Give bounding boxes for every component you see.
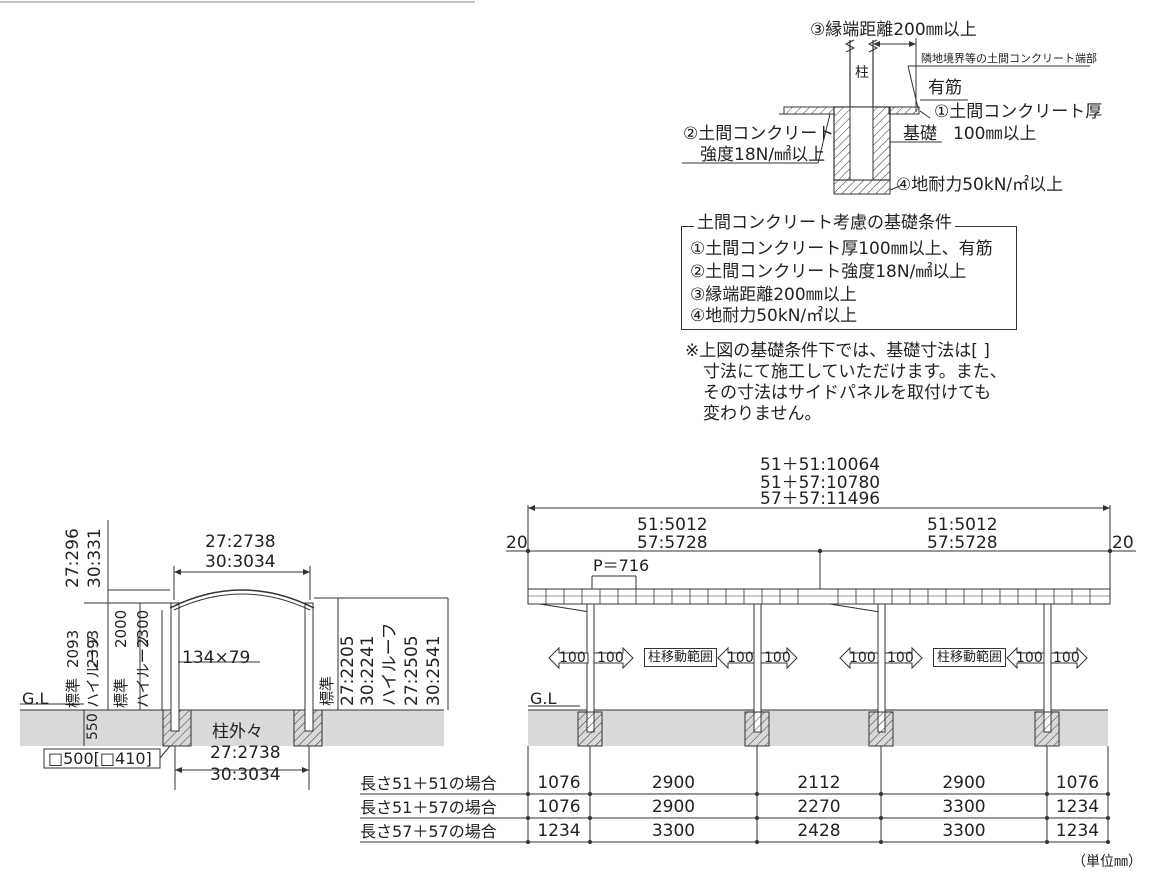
neighbor-edge-label: 隣地境界等の土間コンクリート端部 — [921, 52, 1097, 65]
side-view — [360, 505, 1136, 844]
strength-line2: 強度18N/㎟以上 — [700, 145, 826, 165]
table-cell: 2900 — [651, 773, 696, 793]
strength-line1: ②土間コンクリート — [683, 124, 835, 144]
note-line: 変わりません。 — [703, 404, 822, 424]
table-cell: 2428 — [797, 821, 841, 841]
post-size: 134×79 — [182, 648, 251, 668]
thickness-label: ①土間コンクリート厚 — [934, 102, 1103, 122]
right-std-27: 27:2205 — [338, 635, 358, 706]
arrow-100: 100 — [764, 650, 791, 666]
arrow-100: 100 — [887, 650, 914, 666]
table-cell: 1234 — [1055, 797, 1100, 817]
table-cell: 1234 — [537, 821, 581, 841]
unit-label: （単位㎜） — [1072, 854, 1142, 870]
thickness-value: 100㎜以上 — [953, 124, 1037, 144]
gl-label-side: G.L — [530, 689, 557, 708]
edge-left: 20 — [506, 533, 528, 553]
right-std-30: 30:2241 — [358, 635, 378, 706]
row-label: 長さ57＋57の場合 — [360, 822, 497, 841]
arrow-100: 100 — [559, 650, 586, 666]
foundation-label: 基礎 — [903, 124, 937, 144]
outer-30: 30:3034 — [210, 765, 281, 785]
arrow-100: 100 — [727, 650, 754, 666]
edge-distance-label: ③縁端距離200㎜以上 — [810, 20, 977, 40]
table-cell: 3300 — [651, 821, 696, 841]
right-high-27: 27:2505 — [402, 635, 422, 706]
table-cell: 1076 — [537, 773, 581, 793]
label-highroof-2: ハイルーフ — [134, 634, 152, 708]
arrow-100: 100 — [1053, 650, 1080, 666]
label-standard-2: 標準 — [112, 677, 130, 708]
left-half-57: 57:5728 — [637, 533, 708, 553]
table-cell: 1076 — [1055, 773, 1100, 793]
label-standard: 標準 — [64, 677, 82, 708]
right-high-label: ハイルーフ — [380, 622, 400, 706]
label-highroof: ハイルーフ — [84, 634, 102, 708]
condition-item: ④地耐力50kN/㎡以上 — [690, 306, 858, 326]
total-51-57: 51＋57:10780 — [760, 473, 881, 493]
depth-550: 550 — [85, 713, 101, 740]
note-line: ※上図の基礎条件下では、基礎寸法は[ ] — [685, 341, 990, 361]
footing-size: □500[□410] — [48, 749, 152, 768]
condition-item: ②土間コンクリート強度18N/㎟以上 — [690, 262, 967, 282]
condition-item: ①土間コンクリート厚100㎜以上、有筋 — [690, 239, 993, 259]
move-range-left: 柱移動範囲 — [644, 648, 718, 667]
table-cell: 2900 — [651, 797, 696, 817]
top-width-27: 27:2738 — [205, 532, 276, 552]
conditions-title: 土間コンクリート考慮の基礎条件 — [694, 215, 955, 232]
table-cell: 2112 — [797, 773, 841, 793]
foundation-detail — [682, 38, 1090, 195]
left-half-51: 51:5012 — [637, 515, 708, 535]
outer-label: 柱外々 — [212, 722, 263, 742]
right-std-label: 標準 — [318, 675, 336, 706]
condition-item: ③縁端距離200㎜以上 — [690, 285, 857, 305]
arrow-100: 100 — [597, 650, 624, 666]
total-57-57: 57＋57:11496 — [760, 489, 881, 509]
table-cell: 3300 — [942, 821, 986, 841]
edge-right: 20 — [1112, 533, 1134, 553]
overhang-30: 30:331 — [85, 528, 105, 588]
row-label: 長さ51＋57の場合 — [360, 798, 497, 817]
right-half-57: 57:5728 — [927, 533, 998, 553]
right-half-51: 51:5012 — [927, 515, 998, 535]
move-range-right: 柱移動範囲 — [933, 648, 1007, 667]
arrow-100: 100 — [1016, 650, 1043, 666]
bearing-label: ④地耐力50kN/㎡以上 — [896, 175, 1064, 195]
table-cell: 2900 — [942, 773, 986, 793]
height-2000: 2000 — [112, 609, 130, 648]
top-width-30: 30:3034 — [205, 552, 276, 572]
rebar-label: 有筋 — [928, 78, 962, 98]
row-label: 長さ51＋51の場合 — [360, 774, 497, 793]
note-line: 寸法にて施工していただけます。また、 — [703, 362, 1007, 382]
overhang-27: 27:296 — [63, 528, 83, 588]
arrow-100: 100 — [849, 650, 876, 666]
pillar-label: 柱 — [855, 65, 869, 81]
note-line: その寸法はサイドパネルを取付けても — [703, 383, 992, 403]
right-high-30: 30:2541 — [424, 635, 444, 706]
front-view — [20, 520, 449, 790]
table-cell: 3300 — [942, 797, 986, 817]
gl-label-front: G.L — [22, 689, 49, 708]
table-cell: 1076 — [537, 797, 581, 817]
table-cell: 2270 — [797, 797, 841, 817]
outer-27: 27:2738 — [210, 743, 281, 763]
total-51-51: 51＋51:10064 — [760, 455, 881, 475]
height-2093: 2093 — [64, 629, 82, 668]
pitch-label: P＝716 — [593, 556, 650, 575]
table-cell: 1234 — [1055, 821, 1100, 841]
